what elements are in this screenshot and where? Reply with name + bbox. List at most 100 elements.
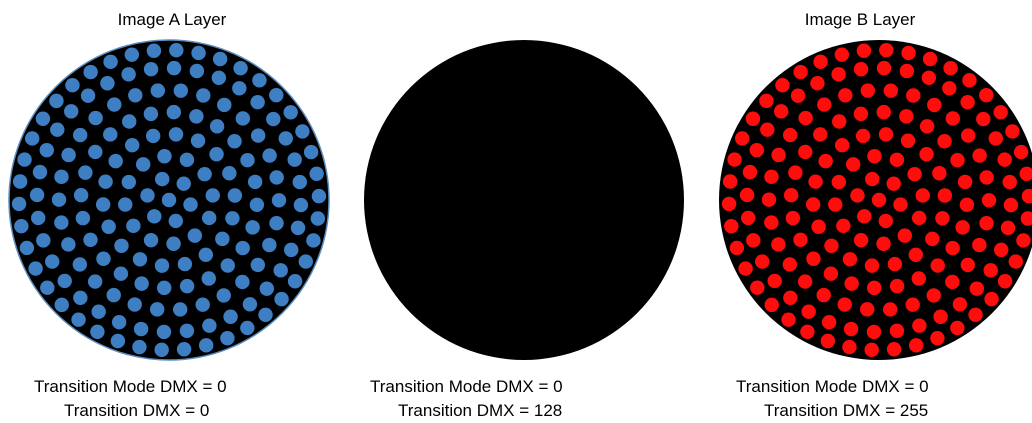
led-dot <box>867 149 882 164</box>
led-dot <box>783 188 799 203</box>
led-dot <box>886 342 902 357</box>
led-dot <box>906 88 921 103</box>
led-dot <box>235 274 250 290</box>
midpoint-panel: Transition Mode DMX = 0 Transition DMX =… <box>344 0 688 421</box>
led-dot <box>813 127 828 142</box>
led-dot <box>103 127 118 142</box>
led-dot <box>749 142 764 158</box>
led-dot <box>118 197 133 212</box>
led-dot <box>832 114 847 129</box>
led-dot <box>179 152 195 168</box>
led-dot <box>80 88 96 103</box>
led-dot <box>800 324 815 340</box>
led-dot <box>157 149 172 164</box>
led-dot <box>739 187 755 203</box>
led-dot <box>864 342 879 358</box>
led-dot <box>135 157 151 172</box>
led-dot <box>781 312 796 327</box>
led-dot <box>155 171 170 187</box>
led-dot <box>250 128 266 143</box>
led-dot <box>900 133 916 148</box>
led-dot <box>61 237 76 252</box>
led-dot <box>853 62 869 77</box>
led-dot <box>247 174 263 190</box>
led-dot <box>259 281 274 296</box>
led-dot <box>252 73 267 88</box>
led-dot <box>774 104 789 119</box>
led-dot <box>240 153 255 168</box>
led-dot <box>12 174 28 189</box>
led-dot <box>798 144 813 160</box>
led-dot <box>960 257 976 273</box>
led-dot <box>295 124 310 139</box>
led-dot <box>1013 144 1029 160</box>
led-dot <box>91 304 106 319</box>
led-dot <box>51 192 67 207</box>
led-dot <box>782 257 798 272</box>
led-dot <box>61 147 76 163</box>
led-dot <box>121 174 137 190</box>
led-dot <box>157 280 172 296</box>
led-dot <box>899 109 914 124</box>
led-dot <box>775 78 790 93</box>
led-dot <box>821 315 837 330</box>
led-dot <box>88 110 103 126</box>
led-dot <box>303 144 319 160</box>
led-dot <box>882 302 898 317</box>
led-dot <box>31 210 46 226</box>
led-dot <box>908 247 924 262</box>
led-dot <box>134 276 149 291</box>
led-dot <box>310 211 326 226</box>
led-dot <box>907 166 922 182</box>
led-dot <box>968 307 983 322</box>
led-dot <box>843 321 859 337</box>
led-dot <box>897 228 913 243</box>
led-dot <box>988 131 1003 146</box>
led-dot <box>764 169 779 185</box>
led-dot <box>788 165 803 180</box>
led-dot <box>196 88 211 103</box>
led-dot <box>49 93 64 109</box>
led-dot <box>972 148 987 163</box>
led-dot <box>783 290 798 305</box>
led-dot <box>211 70 227 85</box>
led-dot <box>114 238 129 253</box>
led-dot <box>793 232 808 247</box>
led-dot <box>217 97 232 113</box>
led-dot <box>287 152 302 167</box>
led-dot <box>168 127 184 142</box>
led-dot <box>850 188 865 203</box>
led-dot <box>834 47 850 62</box>
led-dot <box>831 174 847 190</box>
led-dot <box>764 215 779 230</box>
led-dot <box>813 54 828 70</box>
led-dot <box>908 338 924 353</box>
led-dot <box>132 339 147 355</box>
led-dot <box>106 287 121 303</box>
led-dot <box>853 106 869 122</box>
led-dot <box>35 111 51 126</box>
led-dot <box>878 127 894 142</box>
led-dot <box>905 297 920 312</box>
led-dot <box>771 147 786 163</box>
led-dot <box>911 271 926 286</box>
led-dot <box>284 242 299 258</box>
led-dot <box>156 324 172 340</box>
led-dot <box>876 236 891 251</box>
led-dot <box>176 176 191 191</box>
led-dot <box>759 93 774 109</box>
led-dot <box>842 252 858 267</box>
led-dot <box>287 274 303 289</box>
led-dot <box>984 291 999 307</box>
led-dot <box>121 67 136 82</box>
led-dot <box>790 88 806 103</box>
led-dot <box>930 330 945 346</box>
led-dot <box>183 197 198 212</box>
led-dot <box>269 87 284 103</box>
led-dot <box>266 111 281 127</box>
led-dot <box>845 157 861 172</box>
led-dot <box>240 320 255 336</box>
led-dot <box>1003 197 1019 213</box>
led-dot <box>950 320 965 336</box>
led-dot <box>945 240 960 256</box>
